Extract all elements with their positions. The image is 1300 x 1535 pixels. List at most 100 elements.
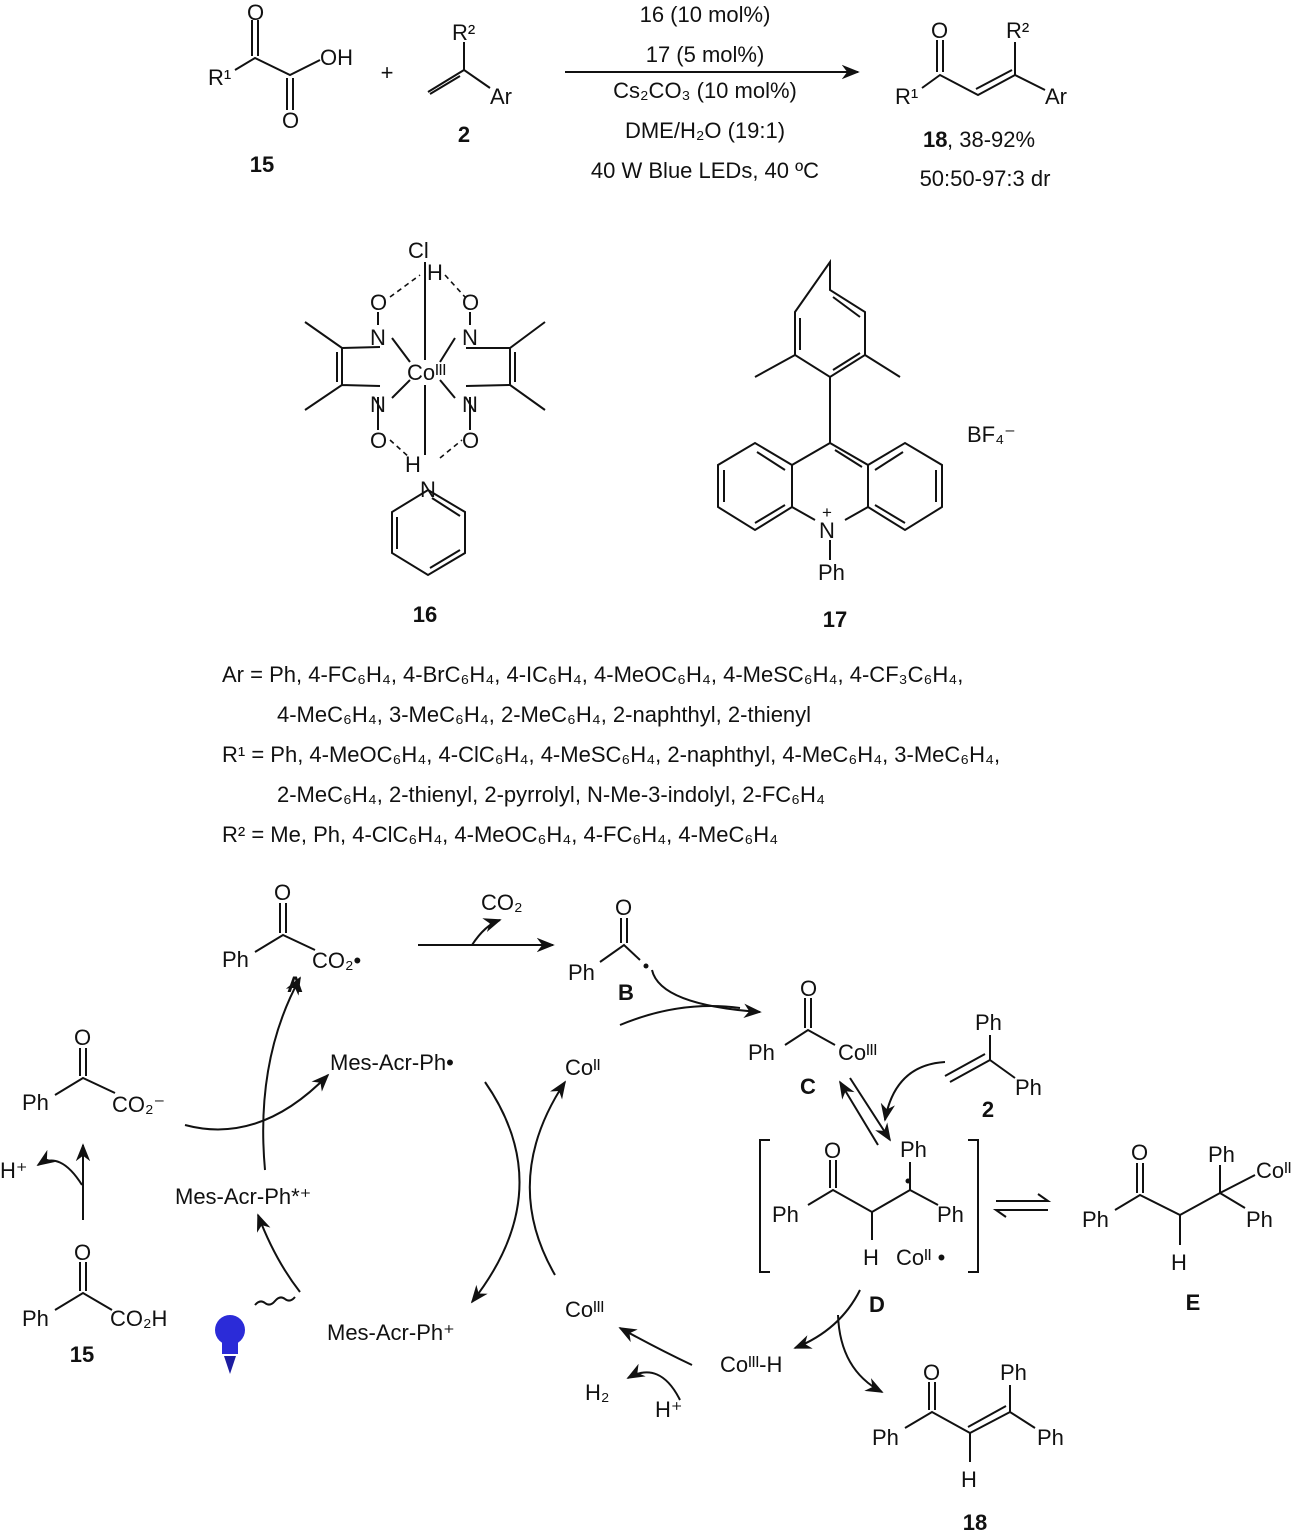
atom-co: Coᴵᴵᴵ [407, 360, 446, 385]
condition-solvent: DME/H₂O (19:1) [625, 118, 785, 143]
phenyl-label: Ph [900, 1137, 927, 1162]
reactant-15: R¹ O O OH 15 [208, 0, 353, 177]
intermediate-label-b: B [618, 980, 634, 1005]
phenyl-label: Ph [1082, 1207, 1109, 1232]
cobalt-ii: Coᴵᴵ [565, 1055, 600, 1080]
intermediate-label-d: D [869, 1292, 885, 1317]
atom-o: O [800, 976, 817, 1001]
phenyl-label: Ph [872, 1425, 899, 1450]
atom-o: O [247, 0, 264, 25]
atom-n: N [462, 392, 478, 417]
carboxylate: CO₂⁻ [112, 1092, 165, 1117]
phenyl-label: Ph [1015, 1075, 1042, 1100]
atom-oh: OH [320, 45, 353, 70]
atom-h: H [863, 1245, 879, 1270]
phenyl-label: Ph [1037, 1425, 1064, 1450]
scope-r1-line2: 2-MeC₆H₄, 2-thienyl, 2-pyrrolyl, N-Me-3-… [277, 782, 825, 807]
phenyl-label: Ph [818, 560, 845, 585]
cobalt-ii: Coᴵᴵ [1256, 1158, 1291, 1183]
proton: H⁺ [0, 1158, 28, 1183]
intermediate-label-c: C [800, 1074, 816, 1099]
counterion-bf4: BF₄⁻ [967, 422, 1016, 447]
reaction-arrow: 16 (10 mol%) 17 (5 mol%) Cs₂CO₃ (10 mol%… [565, 2, 860, 183]
atom-n: N [370, 392, 386, 417]
product-dr: 50:50-97:3 dr [920, 166, 1051, 191]
mechanism: O Ph CO₂• A CO₂ O Ph B O Ph Coᴵᴵᴵ C Ph P… [0, 880, 1291, 1535]
ar-label: Ar [490, 84, 512, 109]
acridinium-excited: Mes-Acr-Ph*⁺ [175, 1184, 311, 1209]
phenyl-label: Ph [22, 1306, 49, 1331]
r2-label: R² [1006, 18, 1029, 43]
reactant-2: R² Ar 2 [427, 20, 512, 147]
atom-n: N [370, 325, 386, 350]
condition-base: Cs₂CO₃ (10 mol%) [613, 78, 797, 103]
atom-n: N [420, 477, 436, 502]
atom-o: O [931, 18, 948, 43]
light-wave [254, 1296, 296, 1306]
compound-label-15: 15 [250, 152, 274, 177]
cobalt-iii: Coᴵᴵᴵ [565, 1297, 604, 1322]
carboxylic-acid: CO₂H [110, 1306, 167, 1331]
atom-o: O [370, 428, 387, 453]
acridine-radical: Mes-Acr-Ph• [330, 1050, 454, 1075]
intermediate-label-a: A [287, 972, 303, 997]
atom-o: O [282, 108, 299, 133]
compound-label-2: 2 [982, 1097, 994, 1122]
phenyl-label: Ph [748, 1040, 775, 1065]
intermediate-label-e: E [1186, 1290, 1201, 1315]
atom-cl: Cl [408, 238, 429, 263]
ar-label: Ar [1045, 84, 1067, 109]
catalyst-16-cobaloxime: Cl H O O N N Coᴵᴵᴵ N N O O H N 16 [304, 238, 546, 627]
product-yield: , 38-92% [947, 127, 1035, 152]
condition-catalyst-16: 16 (10 mol%) [640, 2, 771, 27]
light-bulb-icon [215, 1315, 245, 1374]
compound-label-16: 16 [413, 602, 437, 627]
atom-n-plus: N [819, 518, 835, 543]
phenyl-label: Ph [222, 947, 249, 972]
phenyl-label: Ph [772, 1202, 799, 1227]
atom-o: O [274, 880, 291, 905]
cobalt-ii-radical: Coᴵᴵ • [896, 1245, 945, 1270]
compound-label-18: 18 [963, 1510, 987, 1535]
acridinium-ground: Mes-Acr-Ph⁺ [327, 1320, 455, 1345]
atom-h: H [1171, 1250, 1187, 1275]
scope-r1-line1: R¹ = Ph, 4-MeOC₆H₄, 4-ClC₆H₄, 4-MeSC₆H₄,… [222, 742, 1000, 767]
atom-n: N [462, 325, 478, 350]
r2-label: R² [452, 20, 475, 45]
atom-h: H [961, 1467, 977, 1492]
phenyl-label: Ph [22, 1090, 49, 1115]
compound-label-2: 2 [458, 122, 470, 147]
scope-ar-line1: Ar = Ph, 4-FC₆H₄, 4-BrC₆H₄, 4-IC₆H₄, 4-M… [222, 662, 963, 687]
condition-light-temp: 40 W Blue LEDs, 40 ºC [591, 158, 819, 183]
cobalt-hydride: Coᴵᴵᴵ-H [720, 1352, 782, 1377]
atom-h: H [427, 260, 443, 285]
phenyl-label: Ph [1000, 1360, 1027, 1385]
atom-h: H [405, 452, 421, 477]
phenyl-label: Ph [1208, 1142, 1235, 1167]
phenyl-label: Ph [1246, 1207, 1273, 1232]
atom-o: O [824, 1138, 841, 1163]
cobalt-iii: Coᴵᴵᴵ [838, 1040, 877, 1065]
product-18: R¹ O R² Ar 18 , 38-92% 50:50-97:3 dr [895, 18, 1067, 191]
co2-byproduct: CO₂ [481, 890, 523, 915]
atom-o: O [74, 1240, 91, 1265]
scope-r2-line: R² = Me, Ph, 4-ClC₆H₄, 4-MeOC₆H₄, 4-FC₆H… [222, 822, 778, 847]
compound-label-15: 15 [70, 1342, 94, 1367]
atom-o: O [923, 1360, 940, 1385]
atom-o: O [615, 895, 632, 920]
atom-o: O [462, 290, 479, 315]
compound-label-18: 18 [923, 127, 947, 152]
atom-o: O [462, 428, 479, 453]
hydrogen-gas: H₂ [585, 1380, 609, 1405]
atom-o: O [370, 290, 387, 315]
charge-plus: + [822, 503, 832, 522]
proton: H⁺ [655, 1397, 683, 1422]
condition-catalyst-17: 17 (5 mol%) [646, 42, 765, 67]
carboxyl-radical: CO₂• [312, 948, 361, 973]
r1-label: R¹ [208, 65, 231, 90]
phenyl-label: Ph [937, 1202, 964, 1227]
r1-label: R¹ [895, 84, 918, 109]
phenyl-label: Ph [568, 960, 595, 985]
catalyst-17-acridinium: N + Ph BF₄⁻ 17 [717, 258, 1016, 632]
